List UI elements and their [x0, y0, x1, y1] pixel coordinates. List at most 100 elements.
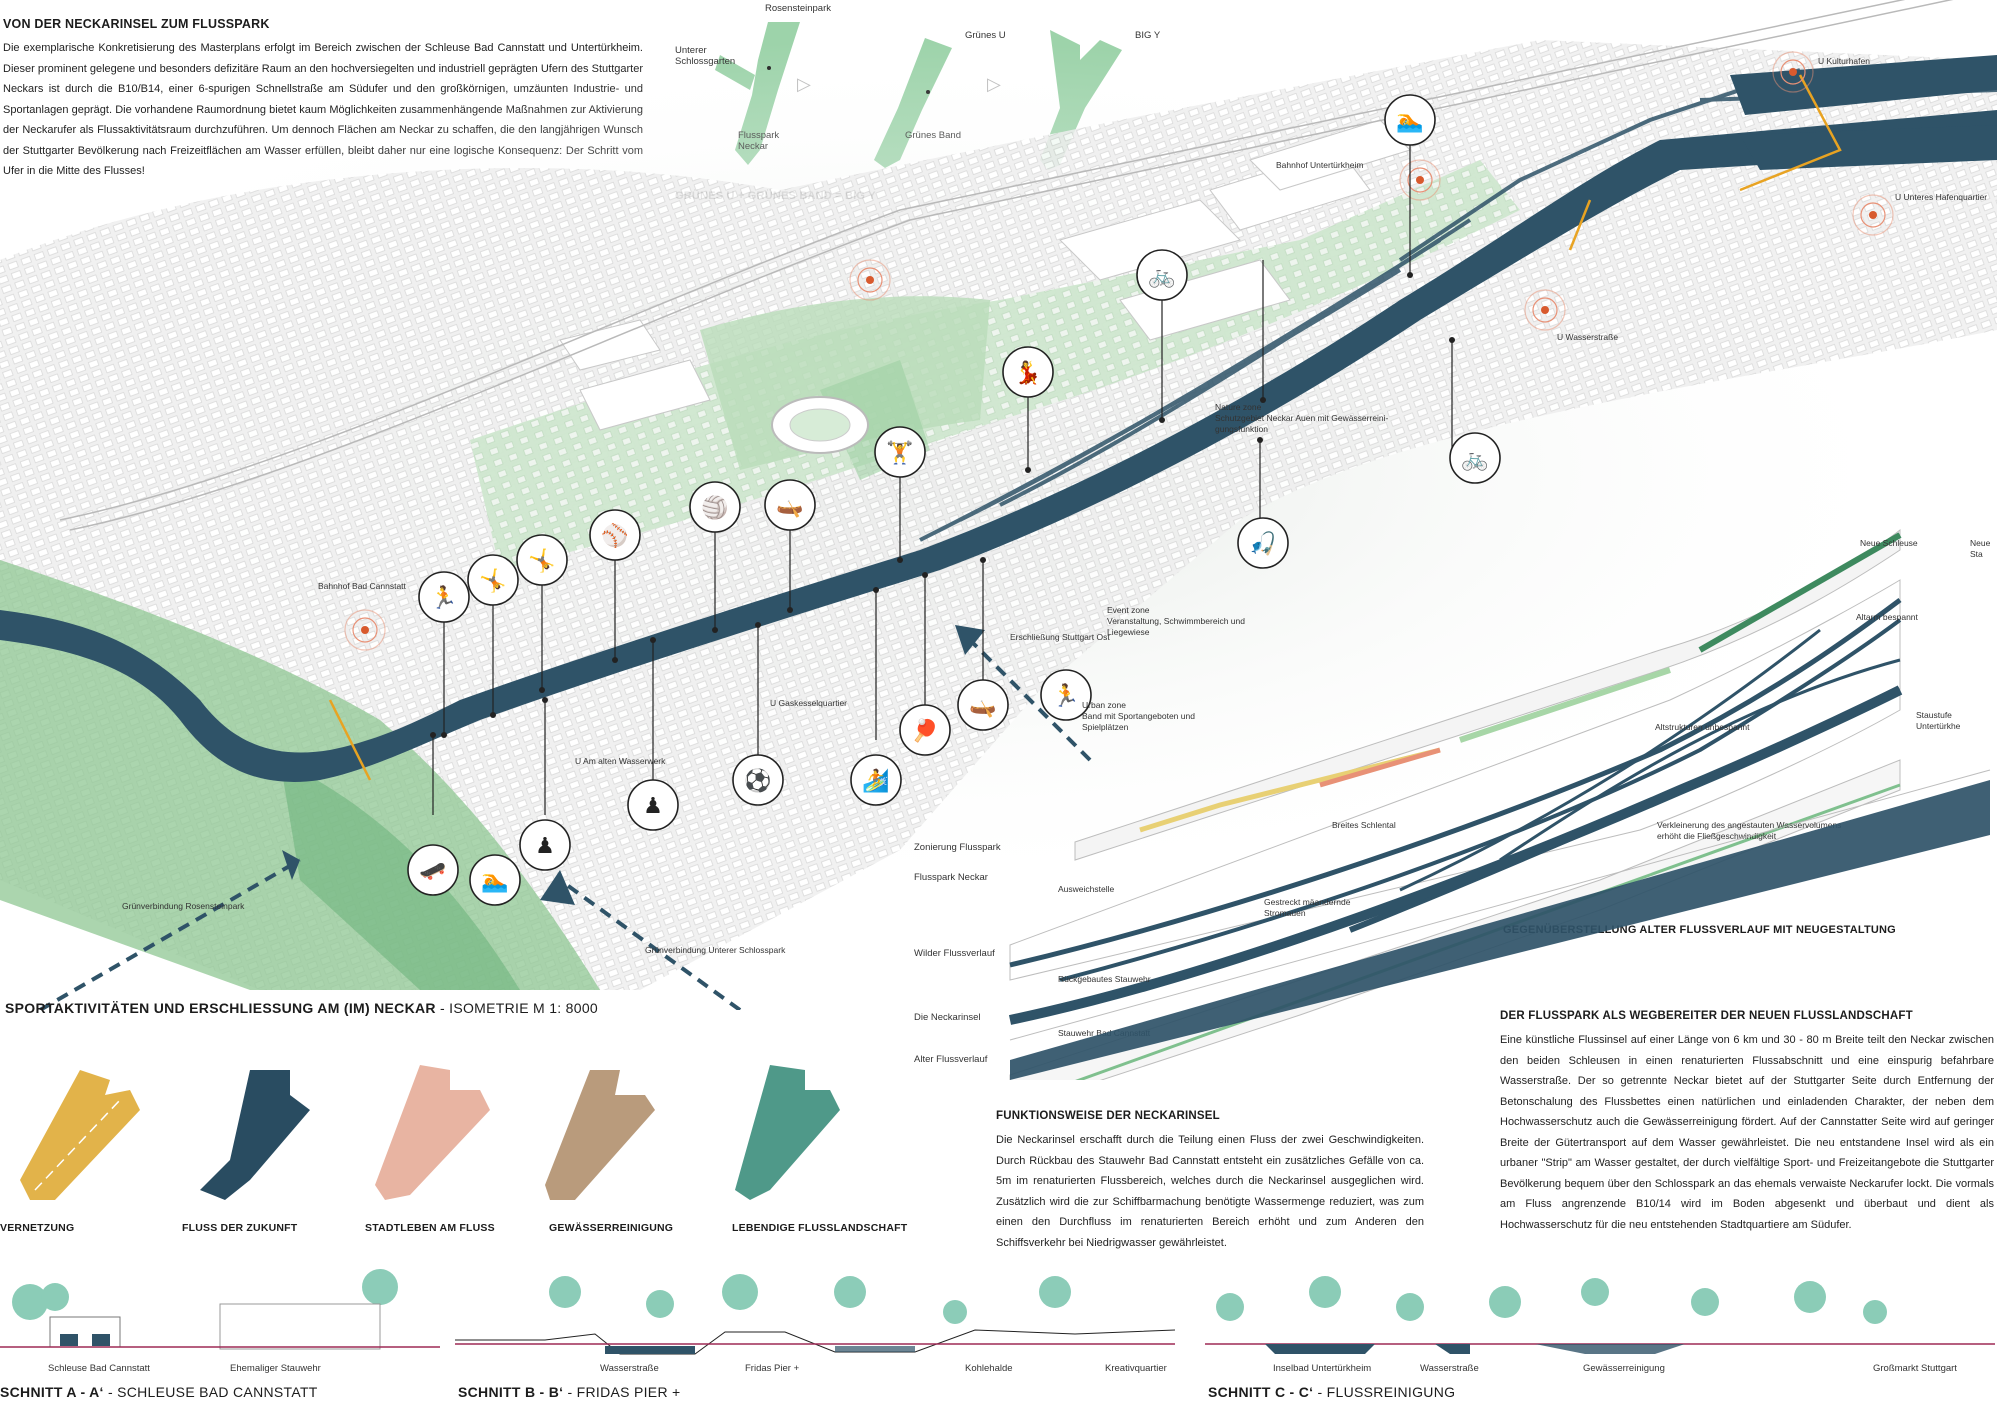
label-verkleinerung: Verkleinerung des angestauten Wasservolu… — [1657, 820, 1842, 841]
label-rosensteinpark: Rosensteinpark — [765, 3, 832, 14]
label-u-wasserstrasse: U Wasserstraße — [1557, 332, 1619, 342]
sports-fields — [700, 296, 990, 470]
alter-fluss-band — [1010, 780, 1990, 1080]
principle-label-4: LEBENDIGE FLUSSLANDSCHAFT — [732, 1222, 908, 1234]
svg-text:♟: ♟ — [535, 833, 555, 858]
calisthenics-icon — [467, 554, 519, 606]
section-a-title-rest: - SCHLEUSE BAD CANNSTATT — [103, 1384, 318, 1400]
section-c-title: SCHNITT C - C‘ - FLUSSREINIGUNG — [1208, 1384, 1455, 1400]
section-a-label-0: Schleuse Bad Cannstatt — [48, 1363, 150, 1374]
intro-title: VON DER NECKARINSEL ZUM FLUSSPARK — [3, 17, 270, 31]
principle-fluss-shape — [200, 1070, 310, 1200]
label-gruenes-u: Grünes U — [965, 30, 1006, 41]
svg-text:🏊: 🏊 — [481, 868, 508, 893]
axis-arrowhead — [540, 870, 575, 905]
label-neue-sta: Neue Sta — [1970, 538, 1991, 559]
svg-text:🚲: 🚲 — [1148, 263, 1175, 288]
section-b-title-bold: SCHNITT B - B‘ — [458, 1384, 564, 1400]
label-breites-schlental: Breites Schlental — [1332, 820, 1396, 830]
swimming-icon — [1384, 94, 1436, 146]
principle-shapes — [20, 1065, 840, 1200]
big-y-caption: GRÜNES U + GRÜNES BAND = BIG Y — [675, 190, 876, 202]
svg-text:🏃: 🏃 — [430, 585, 457, 610]
svg-text:🛹: 🛹 — [419, 858, 446, 883]
nature-zone-strip — [1698, 532, 1902, 653]
section-c: Inselbad Untertürkheim Wasserstraße Gewä… — [1205, 1262, 1997, 1411]
alter-fluss-plate — [1009, 769, 1991, 1080]
label-event-zone: Event zone Veranstaltung, Schwimmbereich… — [1107, 605, 1245, 637]
section-c-label-0: Inselbad Untertürkheim — [1273, 1363, 1372, 1374]
label-gruenverbindung-rosensteinpark: Grünverbindung Rosensteinpark — [122, 901, 245, 911]
svg-text:🏐: 🏐 — [701, 495, 728, 520]
principles-row: VERNETZUNG FLUSS DER ZUKUNFT STADTLEBEN … — [0, 1050, 960, 1240]
section-a: Schleuse Bad Cannstatt Ehemaliger Stauwe… — [0, 1262, 440, 1411]
football-icon — [732, 754, 784, 806]
section-b-title-rest: - FRIDAS PIER + — [563, 1384, 681, 1400]
label-altarm-bespannt: Altarm bespannt — [1856, 612, 1918, 622]
principle-label-2: STADTLEBEN AM FLUSS — [365, 1222, 495, 1234]
section-a-title-bold: SCHNITT A - A‘ — [0, 1384, 104, 1400]
section-b-label-2: Kohlehalde — [965, 1363, 1013, 1374]
section-c-label-2: Gewässerreinigung — [1583, 1363, 1665, 1374]
svg-text:🏄: 🏄 — [862, 768, 889, 793]
funktionsweise-text: Die Neckarinsel erschafft durch die Teil… — [996, 1134, 1424, 1249]
svg-text:⚾: ⚾ — [600, 522, 628, 549]
principle-gewaesser-shape — [545, 1070, 655, 1200]
label-wilder-flussverlauf: Wilder Flussverlauf — [914, 948, 995, 959]
section-b-label-0: Wasserstraße — [600, 1363, 659, 1374]
label-u-am-alten-wasserwerk: U Am alten Wasserwerk — [575, 756, 666, 766]
map-title: SPORTAKTIVITÄTEN UND ERSCHLIESSUNG AM (I… — [5, 1000, 598, 1016]
label-u-kulturhafen: U Kulturhafen — [1818, 56, 1870, 66]
axis-arrowhead — [282, 850, 300, 880]
label-alter-flussverlauf: Alter Flussverlauf — [914, 1054, 988, 1065]
svg-text:💃: 💃 — [1014, 360, 1041, 386]
label-urban-zone: Urban zone Band mit Sportangeboten und S… — [1082, 700, 1195, 732]
cycling-icon — [1136, 249, 1188, 301]
section-a-drawing — [0, 1269, 440, 1350]
arrow-glyph: ▷ — [797, 74, 811, 94]
principle-label-3: GEWÄSSERREINIGUNG — [549, 1222, 674, 1234]
flusspark-plate — [1009, 579, 1901, 981]
label-nature-zone: Nature zone Schutzgebiet Neckar Auen mit… — [1215, 402, 1389, 434]
label-bahnhof-bad-cannstatt: Bahnhof Bad Cannstatt — [318, 581, 406, 591]
section-c-label-1: Wasserstraße — [1420, 1363, 1479, 1374]
flusspark-text: Eine künstliche Flussinsel auf einer Län… — [1500, 1034, 1994, 1231]
label-neue-schleuse: Neue Schleuse — [1860, 538, 1918, 548]
label-gestreckt: Gestreckt mäandernde Stromauen — [1264, 897, 1351, 918]
gruenes-band-shape — [874, 38, 952, 168]
wilder-flussverlauf — [1008, 685, 1903, 1025]
stadium-pitch — [789, 408, 851, 442]
principle-label-1: FLUSS DER ZUKUNFT — [182, 1222, 298, 1234]
label-zonierung: Zonierung Flusspark — [914, 842, 1001, 853]
harbor-basin-1 — [1730, 55, 1997, 115]
section-b: Wasserstraße Fridas Pier + Kohlehalde Kr… — [455, 1262, 1176, 1411]
label-gruenverbindung-unterer-schlosspark: Grünverbindung Unterer Schlosspark — [645, 945, 786, 955]
dance-icon — [1002, 346, 1054, 398]
big-y-shape — [1040, 30, 1122, 170]
svg-text:🛶: 🛶 — [776, 493, 803, 518]
arrow-glyph: ▷ — [987, 74, 1001, 94]
section-c-drawing — [1205, 1276, 1995, 1354]
surfing-icon — [850, 754, 902, 806]
section-a-title: SCHNITT A - A‘ - SCHLEUSE BAD CANNSTATT — [0, 1384, 318, 1400]
svg-text:🤸: 🤸 — [528, 548, 555, 573]
svg-text:🤸: 🤸 — [479, 568, 506, 593]
svg-text:♟: ♟ — [643, 793, 663, 818]
flusspark-title: DER FLUSSPARK ALS WEGBEREITER DER NEUEN … — [1500, 1010, 1913, 1022]
section-c-label-3: Großmarkt Stuttgart — [1873, 1363, 1957, 1374]
urban-zone-strip-2 — [1319, 747, 1441, 788]
label-rueckgebautes-stauwehr: Rückgebautes Stauwehr — [1058, 974, 1151, 984]
rosensteinpark-green — [0, 560, 600, 990]
section-c-title-rest: - FLUSSREINIGUNG — [1313, 1384, 1456, 1400]
section-b-label-3: Kreativquartier — [1105, 1363, 1167, 1374]
section-a-label-1: Ehemaliger Stauwehr — [230, 1363, 321, 1374]
table-game-icon — [519, 819, 571, 871]
schlosspark-green — [280, 760, 520, 990]
section-b-label-1: Fridas Pier + — [745, 1363, 800, 1374]
skating-icon — [407, 844, 459, 896]
event-zone-strip — [1459, 667, 1671, 743]
junction-dot — [767, 66, 771, 70]
label-altstrukturen: Altstrukturen unbespannt — [1655, 722, 1750, 732]
section-c-title-bold: SCHNITT C - C‘ — [1208, 1384, 1314, 1400]
volleyball-icon — [689, 481, 741, 533]
